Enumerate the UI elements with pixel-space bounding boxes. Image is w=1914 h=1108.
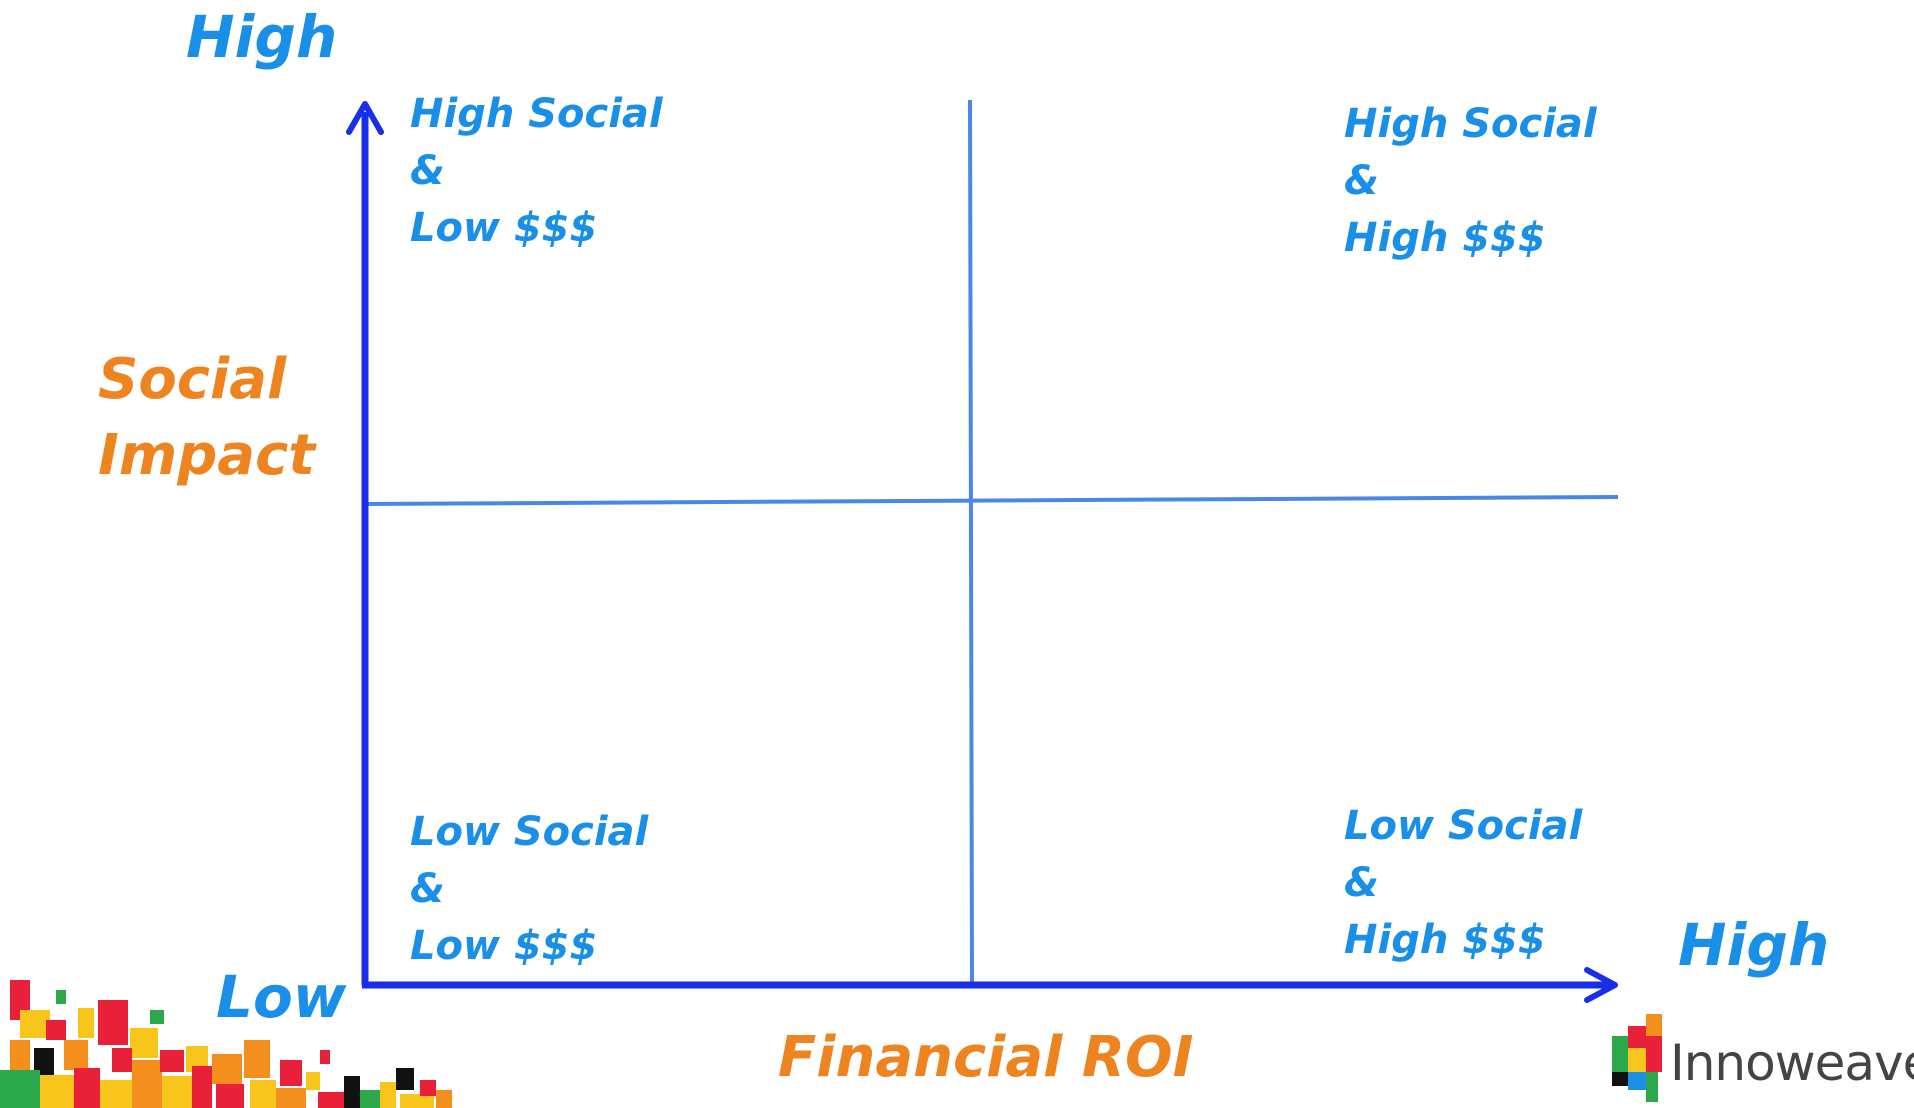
quadrant-top-left: High Social & Low $$$ <box>410 86 663 257</box>
quadrant-bottom-left: Low Social & Low $$$ <box>410 804 648 975</box>
quadrant-line: Low $$$ <box>410 205 598 251</box>
x-axis-high-label: High <box>1678 911 1830 979</box>
quadrant-line: Low Social <box>1344 803 1583 849</box>
quadrant-line: & <box>410 866 445 912</box>
quadrant-line: High Social <box>1344 101 1597 147</box>
quadrant-line: & <box>1344 860 1379 906</box>
y-axis-title-line1: Social <box>98 347 287 412</box>
y-axis-arrowhead <box>346 101 384 135</box>
quadrant-line: & <box>1344 158 1379 204</box>
quadrant-line: Low Social <box>410 809 649 855</box>
y-axis-title: Social Impact <box>98 342 315 493</box>
quadrant-line: High $$$ <box>1344 215 1546 261</box>
pixel-mosaic-decoration <box>0 980 452 1108</box>
vertical-divider <box>968 99 974 986</box>
y-axis-title-line2: Impact <box>98 422 316 488</box>
quadrant-line: High $$$ <box>1344 917 1546 963</box>
brand-name: Innoweave <box>1670 1034 1914 1092</box>
x-axis-arrowhead <box>1584 967 1618 1003</box>
innoweave-logo-icon <box>1612 1014 1662 1102</box>
quadrant-line: High Social <box>410 91 663 137</box>
x-axis-title: Financial ROI <box>778 1025 1194 1090</box>
horizontal-divider <box>365 495 1619 506</box>
quadrant-line: & <box>410 148 445 194</box>
quadrant-line: Low $$$ <box>410 923 598 969</box>
y-axis-high-label: High <box>186 3 338 71</box>
quadrant-bottom-right: Low Social & High $$$ <box>1344 798 1582 969</box>
origin-low-label: Low <box>216 963 347 1031</box>
quadrant-top-right: High Social & High $$$ <box>1344 96 1597 267</box>
